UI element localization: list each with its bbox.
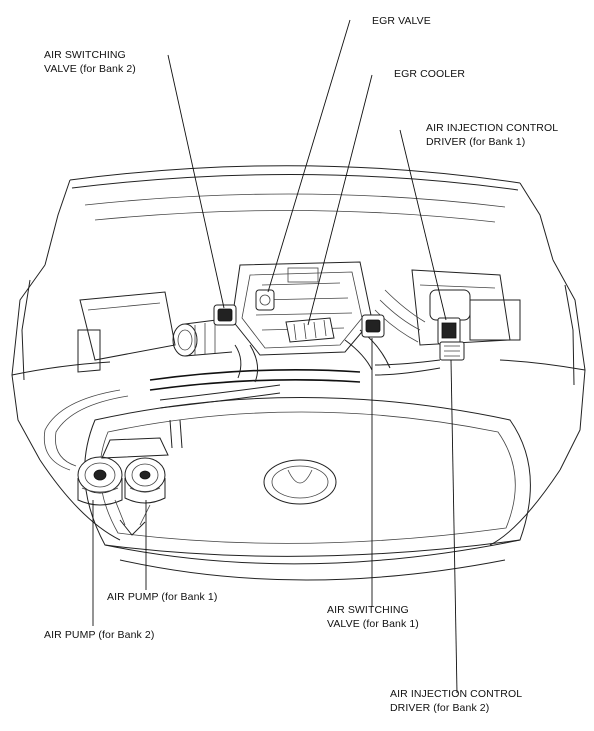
label-air-switching-valve-bank1: AIR SWITCHING VALVE (for Bank 1) [327,603,419,631]
label-line-2: DRIVER (for Bank 2) [390,702,490,714]
label-aicd-bank2: AIR INJECTION CONTROL DRIVER (for Bank 2… [390,687,522,715]
label-air-pump-bank1: AIR PUMP (for Bank 1) [107,590,217,604]
label-line-2: DRIVER (for Bank 1) [426,136,526,148]
label-air-switching-valve-bank2: AIR SWITCHING VALVE (for Bank 2) [44,48,136,76]
label-line-1: AIR SWITCHING [44,49,126,61]
label-line-1: AIR SWITCHING [327,604,409,616]
air-intake [77,291,233,373]
label-air-pump-bank2-text: AIR PUMP (for Bank 2) [44,629,155,641]
label-egr-valve-text: EGR VALVE [372,15,431,27]
label-egr-valve: EGR VALVE [372,14,431,28]
leader-lines [92,19,458,694]
hood-illustration [44,165,554,266]
body-outline [11,259,586,546]
label-aicd-bank1: AIR INJECTION CONTROL DRIVER (for Bank 1… [426,121,558,149]
egr-valve-shape [255,289,275,311]
label-line-2: VALVE (for Bank 1) [327,618,419,630]
label-air-pump-bank2: AIR PUMP (for Bank 2) [44,628,154,642]
label-egr-cooler-text: EGR COOLER [394,68,466,80]
air-pump-bracket [101,437,169,536]
air-pump-bank2-shape [77,456,123,506]
aicd-bank1-shape [437,317,461,345]
egr-cooler-shape [285,317,335,343]
air-switching-valve-bank2-shape [213,304,237,326]
front-grille [84,397,531,581]
label-line-1: AIR INJECTION CONTROL [390,688,523,700]
air-pump-bank1-shape [124,457,166,504]
label-line-2: VALVE (for Bank 2) [44,63,136,75]
aicd-bank2-shape [439,341,465,361]
label-air-pump-bank1-text: AIR PUMP (for Bank 1) [107,591,218,603]
label-egr-cooler: EGR COOLER [394,67,465,81]
hoses-and-pipes [43,329,441,471]
label-line-1: AIR INJECTION CONTROL [426,122,559,134]
air-switching-valve-bank1-shape [361,314,385,338]
